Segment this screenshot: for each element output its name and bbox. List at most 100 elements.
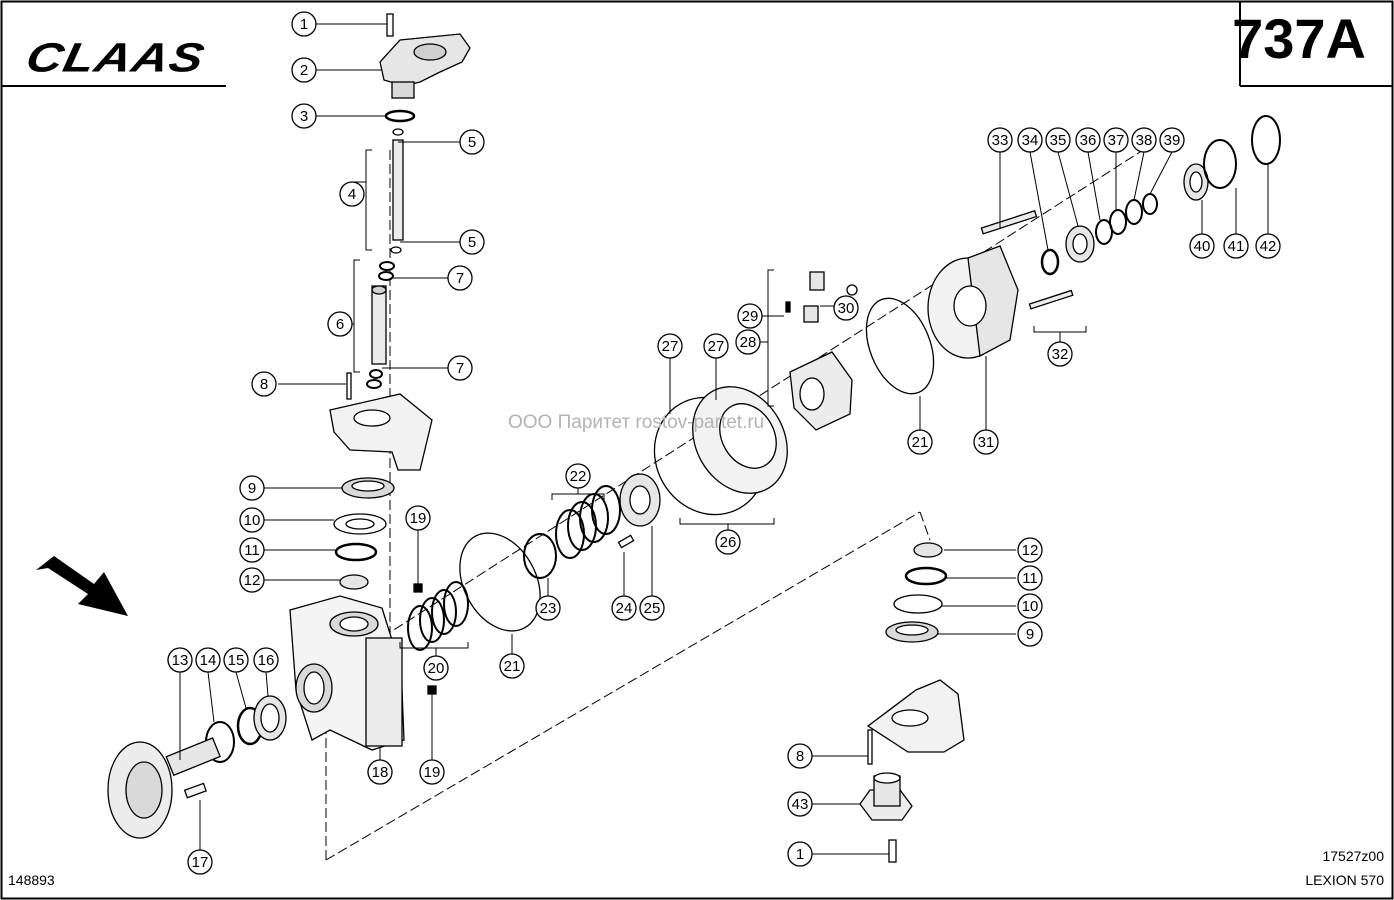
callout-3[interactable]: 3 bbox=[291, 103, 317, 129]
direction-arrow bbox=[36, 556, 128, 616]
callout-11-right[interactable]: 11 bbox=[1017, 565, 1043, 591]
callout-20[interactable]: 20 bbox=[423, 655, 449, 681]
callout-33[interactable]: 33 bbox=[987, 127, 1013, 153]
callout-40[interactable]: 40 bbox=[1189, 233, 1215, 259]
svg-text:33: 33 bbox=[992, 132, 1009, 149]
callout-14[interactable]: 14 bbox=[195, 647, 221, 673]
svg-text:19: 19 bbox=[410, 510, 427, 527]
callout-7-upper[interactable]: 7 bbox=[447, 265, 473, 291]
callout-24[interactable]: 24 bbox=[611, 595, 637, 621]
callout-9-left[interactable]: 9 bbox=[239, 475, 265, 501]
callout-19-upper[interactable]: 19 bbox=[405, 505, 431, 531]
svg-text:25: 25 bbox=[644, 600, 661, 617]
upper-stack bbox=[329, 13, 471, 590]
callout-31[interactable]: 31 bbox=[973, 429, 999, 455]
callout-21-right[interactable]: 21 bbox=[907, 429, 933, 455]
callout-28[interactable]: 28 bbox=[735, 329, 761, 355]
svg-text:20: 20 bbox=[428, 660, 445, 677]
svg-text:21: 21 bbox=[504, 658, 521, 675]
svg-text:36: 36 bbox=[1080, 132, 1097, 149]
svg-text:3: 3 bbox=[300, 108, 308, 125]
svg-text:17: 17 bbox=[192, 854, 209, 871]
svg-text:11: 11 bbox=[1022, 570, 1038, 587]
callout-15[interactable]: 15 bbox=[223, 647, 249, 673]
svg-text:7: 7 bbox=[456, 270, 464, 287]
callout-37[interactable]: 37 bbox=[1103, 127, 1129, 153]
callout-2[interactable]: 2 bbox=[291, 57, 317, 83]
svg-text:30: 30 bbox=[838, 300, 855, 317]
svg-text:40: 40 bbox=[1194, 238, 1211, 255]
callout-19-lower[interactable]: 19 bbox=[419, 759, 445, 785]
brand-logo: CLAAS bbox=[14, 16, 234, 81]
callout-11-left[interactable]: 11 bbox=[239, 537, 265, 563]
lower-right-stack bbox=[859, 542, 965, 863]
callout-17[interactable]: 17 bbox=[187, 849, 213, 875]
svg-text:7: 7 bbox=[456, 360, 464, 377]
svg-text:16: 16 bbox=[258, 652, 275, 669]
callout-27-left[interactable]: 27 bbox=[657, 333, 683, 359]
callout-5-lower[interactable]: 5 bbox=[459, 229, 485, 255]
svg-text:28: 28 bbox=[740, 334, 757, 351]
callout-9-right[interactable]: 9 bbox=[1017, 621, 1043, 647]
callout-1[interactable]: 1 bbox=[291, 11, 317, 37]
callout-27-right[interactable]: 27 bbox=[703, 333, 729, 359]
callout-8-lower[interactable]: 8 bbox=[787, 743, 813, 769]
callout-5-upper[interactable]: 5 bbox=[459, 129, 485, 155]
assembly-lines bbox=[299, 150, 1141, 861]
svg-text:13: 13 bbox=[172, 652, 189, 669]
svg-text:34: 34 bbox=[1022, 132, 1039, 149]
svg-text:9: 9 bbox=[248, 480, 256, 497]
svg-text:43: 43 bbox=[792, 796, 809, 813]
callout-10-left[interactable]: 10 bbox=[239, 507, 265, 533]
center-components bbox=[407, 115, 1281, 651]
svg-text:42: 42 bbox=[1260, 238, 1277, 255]
callout-13[interactable]: 13 bbox=[167, 647, 193, 673]
svg-text:2: 2 bbox=[300, 62, 308, 79]
svg-text:5: 5 bbox=[468, 234, 476, 251]
callout-30[interactable]: 30 bbox=[833, 295, 859, 321]
svg-text:37: 37 bbox=[1108, 132, 1125, 149]
callout-4[interactable]: 4 bbox=[339, 181, 365, 207]
callout-21-left[interactable]: 21 bbox=[499, 653, 525, 679]
page-number: 737A bbox=[1232, 7, 1366, 70]
callout-25[interactable]: 25 bbox=[639, 595, 665, 621]
svg-text:8: 8 bbox=[796, 748, 804, 765]
callout-32[interactable]: 32 bbox=[1047, 341, 1073, 367]
callout-10-right[interactable]: 10 bbox=[1017, 593, 1043, 619]
callout-35[interactable]: 35 bbox=[1045, 127, 1071, 153]
svg-text:26: 26 bbox=[720, 534, 737, 551]
callout-18[interactable]: 18 bbox=[367, 759, 393, 785]
svg-text:18: 18 bbox=[372, 764, 389, 781]
callout-22[interactable]: 22 bbox=[565, 463, 591, 489]
svg-text:10: 10 bbox=[244, 512, 261, 529]
svg-text:41: 41 bbox=[1228, 238, 1245, 255]
callout-42[interactable]: 42 bbox=[1255, 233, 1281, 259]
callout-26[interactable]: 26 bbox=[715, 529, 741, 555]
callout-34[interactable]: 34 bbox=[1017, 127, 1043, 153]
callout-6[interactable]: 6 bbox=[327, 311, 353, 337]
svg-text:22: 22 bbox=[570, 468, 587, 485]
svg-text:6: 6 bbox=[336, 316, 344, 333]
callout-23[interactable]: 23 bbox=[535, 595, 561, 621]
callout-8-upper[interactable]: 8 bbox=[251, 371, 277, 397]
callout-29[interactable]: 29 bbox=[737, 303, 763, 329]
callouts: 1 2 3 4 5 5 6 7 7 8 9 10 11 12 13 14 15 … bbox=[167, 11, 1281, 875]
callout-36[interactable]: 36 bbox=[1075, 127, 1101, 153]
callout-41[interactable]: 41 bbox=[1223, 233, 1249, 259]
callout-12-left[interactable]: 12 bbox=[239, 567, 265, 593]
callout-12-right[interactable]: 12 bbox=[1017, 537, 1043, 563]
callout-43[interactable]: 43 bbox=[787, 791, 813, 817]
callout-16[interactable]: 16 bbox=[253, 647, 279, 673]
svg-text:38: 38 bbox=[1136, 132, 1153, 149]
svg-text:10: 10 bbox=[1022, 598, 1039, 615]
callout-1-lower[interactable]: 1 bbox=[787, 841, 813, 867]
svg-text:4: 4 bbox=[348, 186, 356, 203]
svg-text:12: 12 bbox=[244, 572, 261, 589]
svg-text:15: 15 bbox=[228, 652, 245, 669]
callout-7-lower[interactable]: 7 bbox=[447, 355, 473, 381]
callout-39[interactable]: 39 bbox=[1159, 127, 1185, 153]
callout-38[interactable]: 38 bbox=[1131, 127, 1157, 153]
